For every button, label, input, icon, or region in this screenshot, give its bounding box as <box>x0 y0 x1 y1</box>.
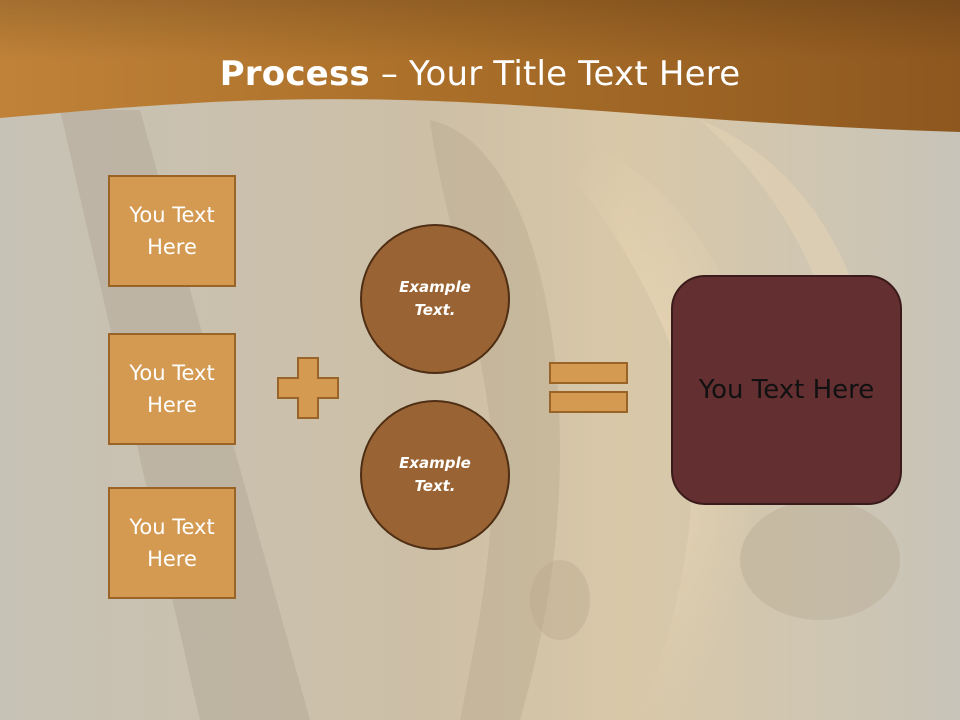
equals-icon <box>549 362 628 413</box>
title-rest: – Your Title Text Here <box>369 54 741 94</box>
example-circle-1[interactable]: Example Text. <box>360 224 510 374</box>
text-box-3[interactable]: You Text Here <box>108 487 236 599</box>
text-box-1[interactable]: You Text Here <box>108 175 236 287</box>
text-box-3-label: You Text Here <box>129 515 215 571</box>
text-box-1-label: You Text Here <box>129 203 215 259</box>
result-box-label: You Text Here <box>698 375 875 405</box>
result-box[interactable]: You Text Here <box>671 275 902 505</box>
example-circle-2[interactable]: Example Text. <box>360 400 510 550</box>
title-bold: Process <box>219 54 370 94</box>
example-circle-1-label: Example Text. <box>399 278 471 319</box>
slide-title: Process – Your Title Text Here <box>0 52 960 96</box>
plus-icon <box>277 357 339 419</box>
text-box-2[interactable]: You Text Here <box>108 333 236 445</box>
text-box-2-label: You Text Here <box>129 361 215 417</box>
example-circle-2-label: Example Text. <box>399 454 471 495</box>
